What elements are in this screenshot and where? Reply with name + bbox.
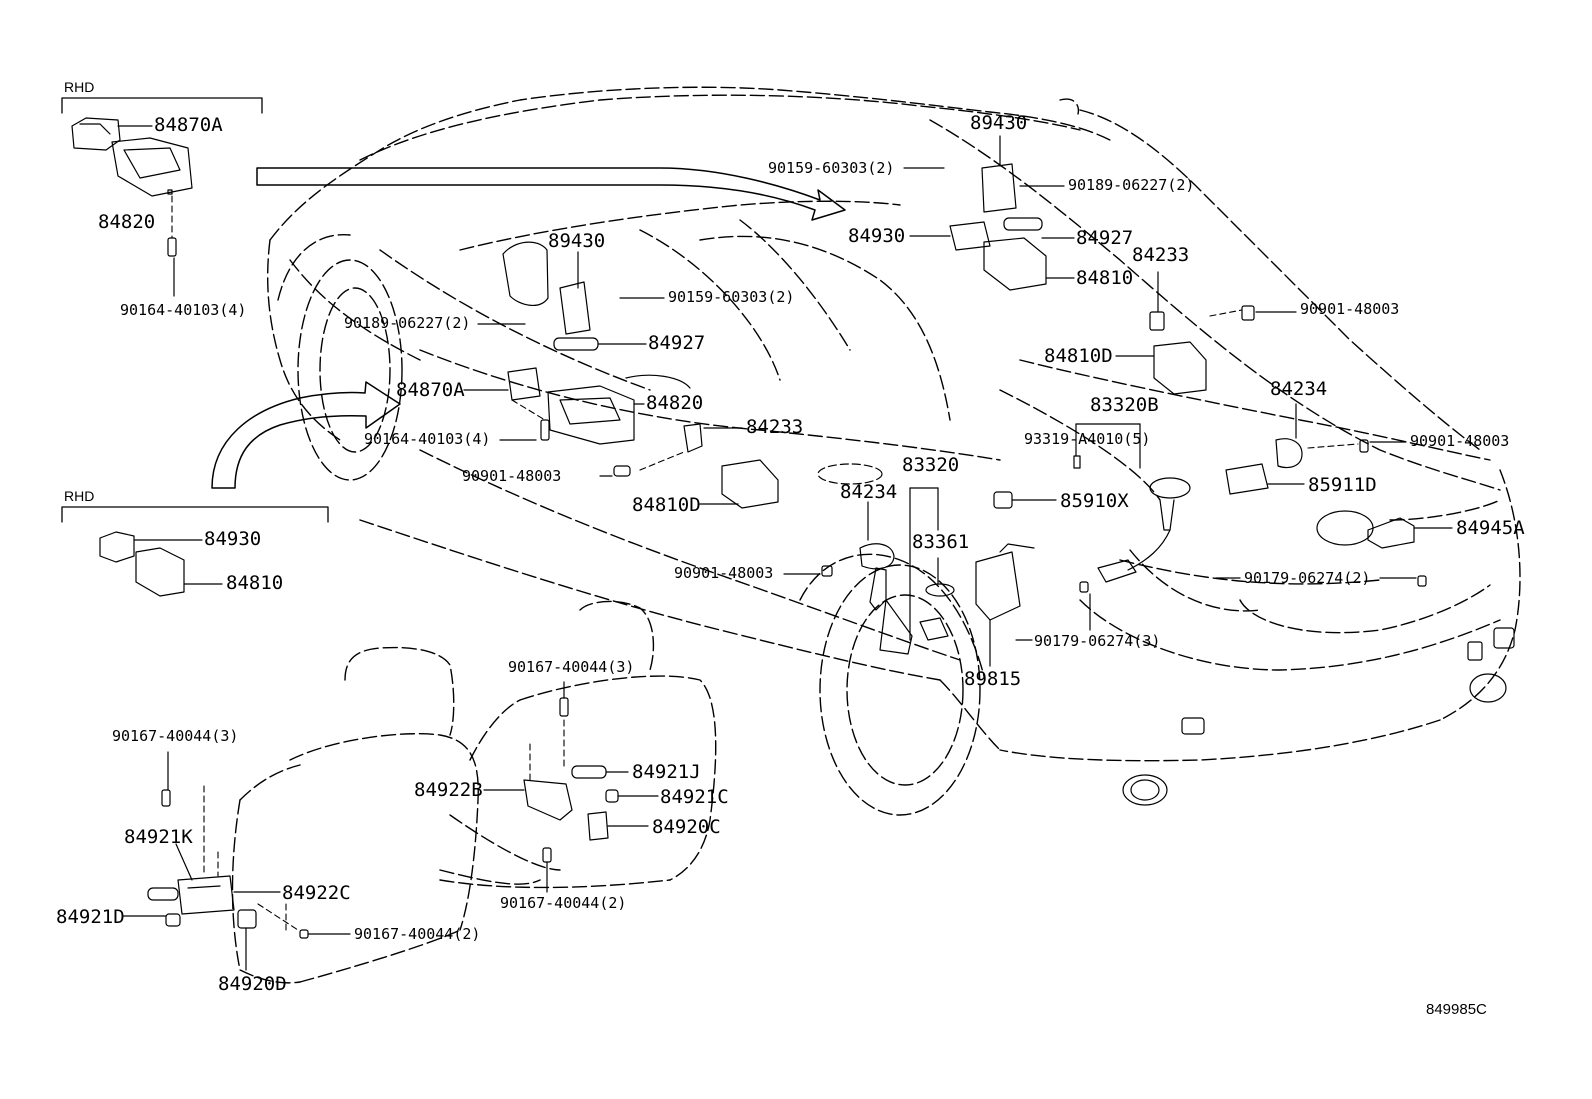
part-label-90159-right: 90159-60303(2) [768, 159, 895, 177]
part-label-93319: 93319-A4010(5) [1024, 430, 1151, 448]
part-label-84922B: 84922B [414, 779, 483, 801]
parts-sketches [71, 117, 1427, 939]
part-label-85910X: 85910X [1060, 490, 1129, 512]
diagram-reference-code: 849985C [1426, 1001, 1487, 1018]
part-label-90189-left: 90189-06227(2) [344, 314, 471, 332]
rhd-group-label: RHD [64, 79, 95, 95]
part-label-84921K: 84921K [124, 826, 193, 848]
part-label-89430-right: 89430 [970, 112, 1028, 134]
part-label-90901-left: 90901-48003 [462, 467, 562, 485]
rhd-group-label: RHD [64, 488, 95, 504]
part-label-89430-left: 89430 [548, 230, 606, 252]
leader-lines [117, 125, 1453, 971]
part-label-84810D-right: 84810D [1044, 345, 1113, 367]
front-left-wheel [277, 234, 403, 481]
part-label-84922C: 84922C [282, 882, 351, 904]
seats-outline [231, 600, 717, 984]
part-label-84233-left: 84233 [746, 416, 804, 438]
part-label-84234-right: 84234 [1270, 378, 1328, 400]
car-body-outline [267, 86, 1521, 762]
part-label-90167-left: 90167-40044(3) [112, 727, 239, 745]
part-label-84234-center: 84234 [840, 481, 898, 503]
rear-left-wheel [799, 553, 986, 816]
part-label-85911D: 85911D [1308, 474, 1377, 496]
part-label-84920C: 84920C [652, 816, 721, 838]
rear-details [1122, 510, 1515, 806]
part-label-90901-center: 90901-48003 [674, 564, 774, 582]
part-label-84233-right: 84233 [1132, 244, 1190, 266]
part-label-90179-2: 90179-06274(2) [1244, 569, 1371, 587]
part-label-90167-top: 90167-40044(3) [508, 658, 635, 676]
part-label-90179-3: 90179-06274(3) [1034, 632, 1161, 650]
part-label-83361: 83361 [912, 531, 970, 553]
part-label-90164-rhd: 90164-40103(4) [120, 301, 247, 319]
part-label-84870A-rhd: 84870A [154, 114, 223, 136]
part-label-84820-rhd: 84820 [98, 211, 156, 233]
part-label-84810-rhd: 84810 [226, 572, 284, 594]
part-label-84810D-left: 84810D [632, 494, 701, 516]
part-label-84945A: 84945A [1456, 517, 1525, 539]
part-label-90901-right-1: 90901-48003 [1300, 300, 1400, 318]
part-label-89815: 89815 [964, 668, 1022, 690]
part-label-84921D: 84921D [56, 906, 125, 928]
part-label-84870A: 84870A [396, 379, 465, 401]
part-label-90167-bottom: 90167-40044(2) [500, 894, 627, 912]
part-label-84810: 84810 [1076, 267, 1134, 289]
part-label-90164: 90164-40103(4) [364, 430, 491, 448]
part-label-84921C: 84921C [660, 786, 729, 808]
part-label-90167-bottom-2: 90167-40044(2) [354, 925, 481, 943]
part-label-84820: 84820 [646, 392, 704, 414]
rhd-brackets [61, 97, 329, 523]
part-label-90159-left: 90159-60303(2) [668, 288, 795, 306]
part-label-84927-right: 84927 [1076, 227, 1134, 249]
part-label-90189-right: 90189-06227(2) [1068, 176, 1195, 194]
dashed-alignment-lines [171, 195, 1359, 931]
part-label-84930: 84930 [848, 225, 906, 247]
part-label-90901-right-2: 90901-48003 [1410, 432, 1510, 450]
part-label-84921J: 84921J [632, 761, 701, 783]
part-label-84920D: 84920D [218, 973, 287, 995]
part-label-83320: 83320 [902, 454, 960, 476]
part-label-84927-left: 84927 [648, 332, 706, 354]
part-label-84930-rhd: 84930 [204, 528, 262, 550]
callout-arrow-top [256, 167, 846, 221]
part-label-83320B: 83320B [1090, 394, 1159, 416]
callout-arrow-left [211, 381, 401, 489]
